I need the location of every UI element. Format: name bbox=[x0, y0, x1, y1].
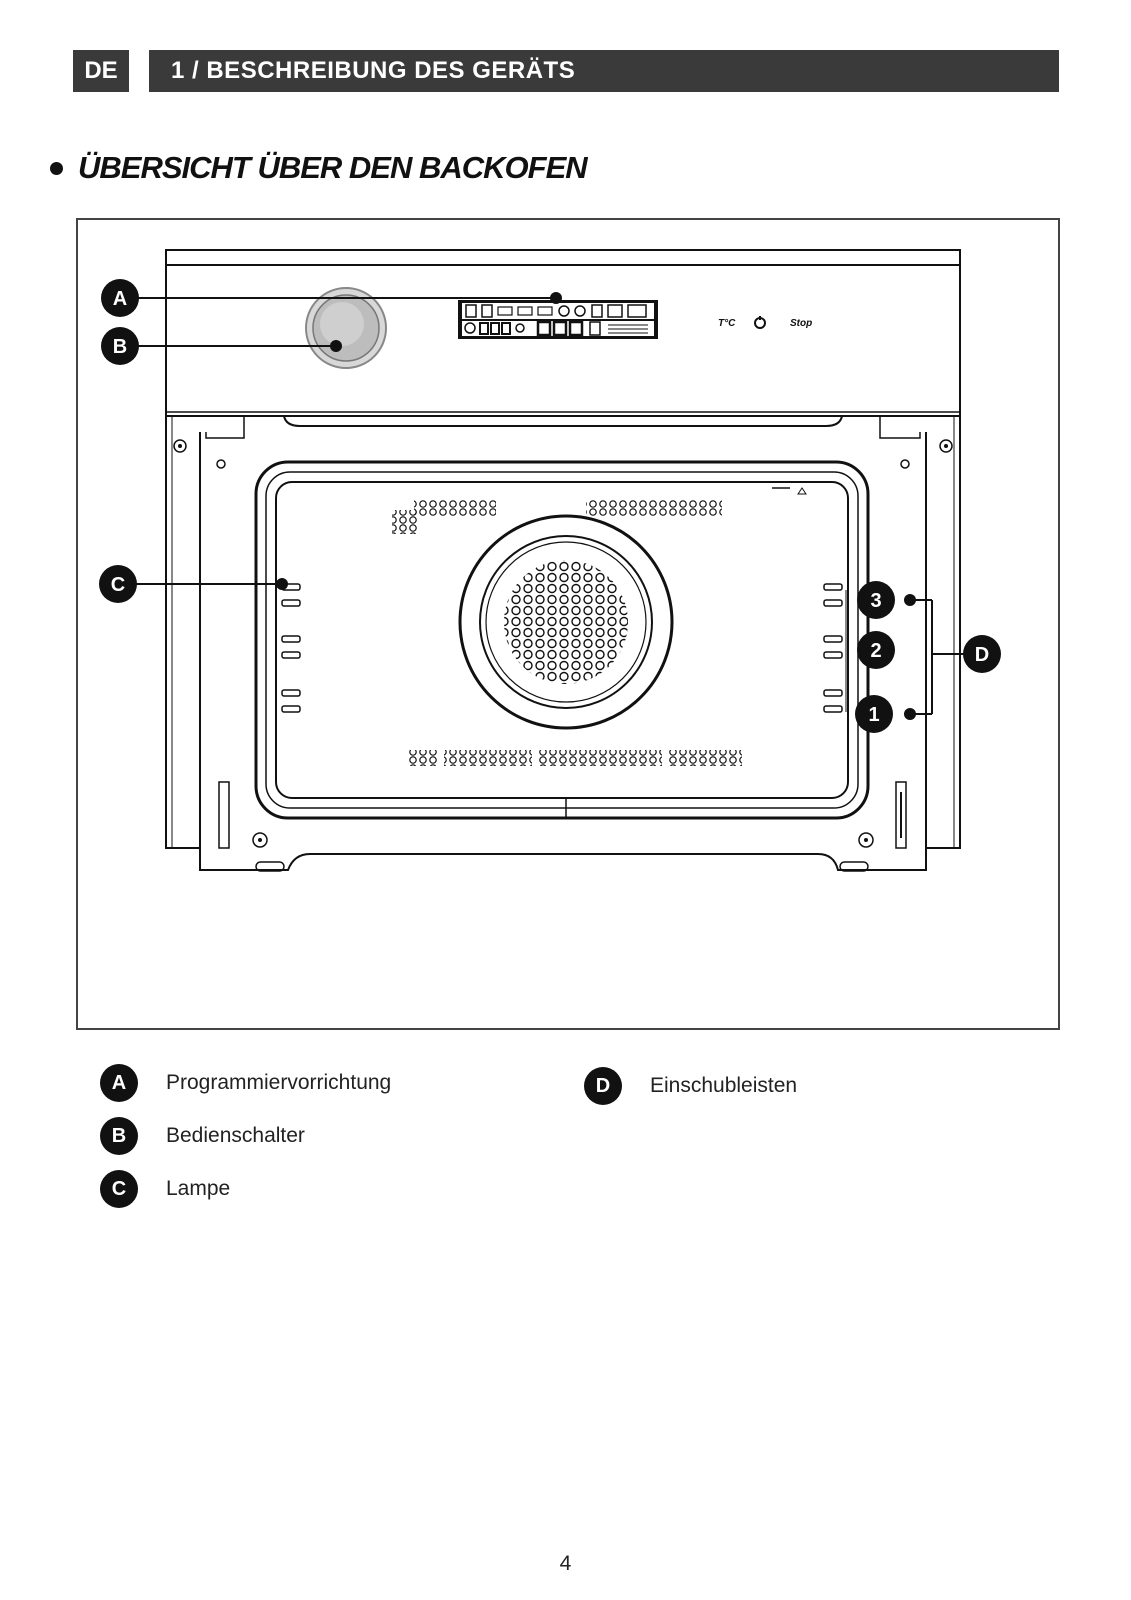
bullet-icon bbox=[50, 162, 63, 175]
shelf-level-1: 1 bbox=[855, 695, 893, 733]
legend-badge: D bbox=[584, 1067, 622, 1105]
shelf-level-2: 2 bbox=[857, 631, 895, 669]
temperature-button[interactable]: T°C bbox=[718, 318, 736, 329]
svg-text:C: C bbox=[111, 574, 125, 596]
legend-label: Lampe bbox=[166, 1177, 231, 1200]
callout-c: C bbox=[99, 565, 137, 603]
legend-item-d: D Einschubleisten bbox=[584, 1067, 797, 1105]
legend-label: Einschubleisten bbox=[650, 1074, 798, 1097]
legend-label: Programmiervorrichtung bbox=[166, 1071, 392, 1094]
stop-button[interactable]: Stop bbox=[790, 318, 812, 329]
oven-diagram: T°C Stop bbox=[99, 249, 1001, 872]
oven-diagram-frame: T°C Stop bbox=[76, 218, 1060, 1030]
legend-label: Bedienschalter bbox=[166, 1124, 305, 1147]
legend-badge: B bbox=[100, 1117, 138, 1155]
shelf-level-3: 3 bbox=[857, 581, 895, 619]
page-number: 4 bbox=[559, 1552, 572, 1575]
shelf-rails bbox=[275, 516, 849, 758]
oven-front bbox=[165, 415, 961, 872]
legend-item-a: A Programmiervorrichtung bbox=[100, 1064, 391, 1102]
clock-icon[interactable] bbox=[754, 316, 766, 329]
section-title: ÜBERSICHT ÜBER DEN BACKOFEN bbox=[78, 150, 588, 185]
chapter-title: 1 / BESCHREIBUNG DES GERÄTS bbox=[149, 50, 1059, 92]
svg-text:1: 1 bbox=[868, 704, 879, 726]
fan-cover bbox=[458, 514, 674, 730]
callout-b: B bbox=[101, 327, 139, 365]
callout-a: A bbox=[101, 279, 139, 317]
ventilation-holes bbox=[392, 500, 742, 766]
svg-text:A: A bbox=[113, 288, 127, 310]
legend-badge: A bbox=[100, 1064, 138, 1102]
leader-lines bbox=[136, 297, 964, 715]
language-tag: DE bbox=[73, 50, 129, 92]
legend-item-b: B Bedienschalter bbox=[100, 1117, 305, 1155]
svg-text:2: 2 bbox=[870, 640, 881, 662]
svg-text:3: 3 bbox=[870, 590, 881, 612]
svg-text:B: B bbox=[113, 336, 127, 358]
selector-knob-icon bbox=[305, 287, 387, 369]
legend-badge: C bbox=[100, 1170, 138, 1208]
programmer-display-icon bbox=[458, 300, 658, 339]
callout-d: D bbox=[963, 635, 1001, 673]
svg-text:D: D bbox=[975, 644, 989, 666]
legend-item-c: C Lampe bbox=[100, 1170, 230, 1208]
leader-dots bbox=[276, 292, 916, 720]
